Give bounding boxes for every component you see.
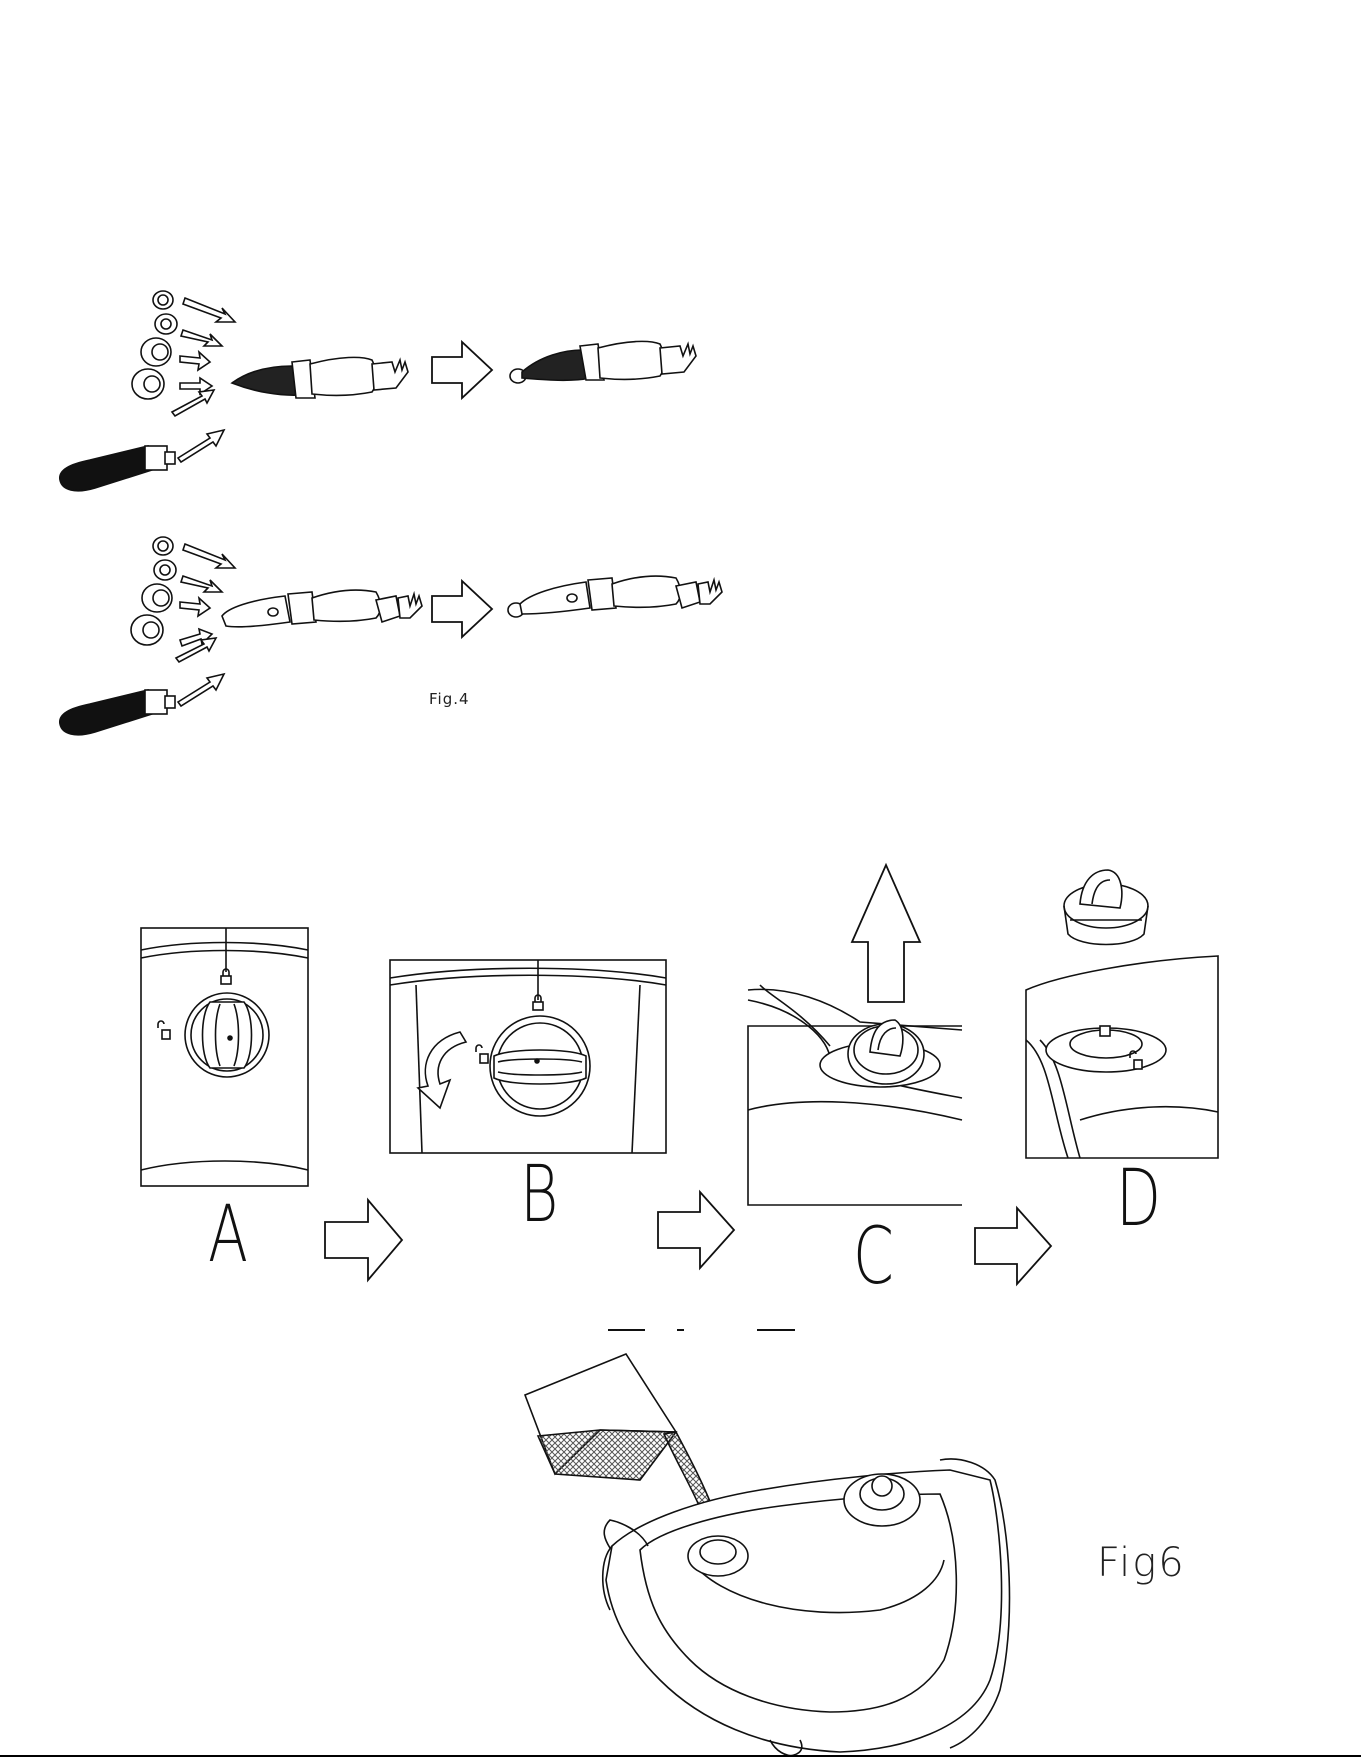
pitcher-icon [525, 1354, 676, 1480]
bottom-rule [0, 1755, 1361, 1757]
steam-cleaner-body-icon [603, 1459, 1010, 1756]
fig6-caption: Fig6 [1097, 1540, 1186, 1586]
